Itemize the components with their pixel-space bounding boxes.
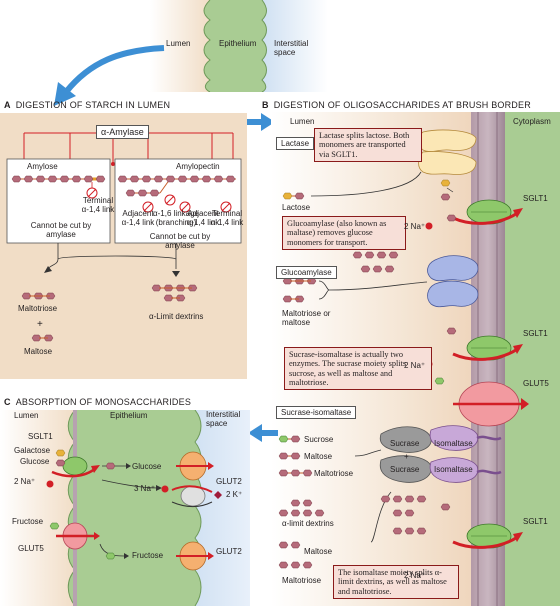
na-mid-label: 3 Na⁺ — [134, 484, 156, 493]
panel-b-diagram — [278, 129, 529, 574]
k-label: 2 K⁺ — [226, 490, 243, 499]
panel-a-diagram — [6, 132, 242, 342]
na-left-label: 2 Na⁺ — [14, 477, 36, 486]
glut5-c-label: GLUT5 — [18, 544, 44, 553]
galactose-label: Galactose — [14, 446, 51, 455]
sucrase-isomaltase-enzyme-icon — [379, 425, 502, 483]
panel-b-cytoplasm-label: Cytoplasm — [513, 117, 551, 126]
glut5-label: GLUT5 — [523, 379, 549, 388]
branching-label: α-1,6 linkage (branching) — [153, 209, 199, 227]
panel-c-epithelium-label: Epithelium — [110, 411, 148, 420]
sglt1-top-label: SGLT1 — [523, 194, 548, 203]
orientation-diagram — [150, 0, 328, 92]
amylopectin-label: Amylopectin — [176, 162, 220, 171]
sucrase-isomaltase-label: Sucrase-isomaltase — [276, 406, 357, 419]
isomaltase-bottom-label: Isomaltase — [434, 465, 473, 474]
maltotriose-label-b: Maltotriose — [314, 469, 354, 478]
sglt1-bottom-icon — [452, 523, 523, 549]
glucoamylase-label: Glucoamylase — [276, 266, 337, 279]
isomaltase-top-label: Isomaltase — [434, 439, 473, 448]
sucrase-top-label: Sucrase — [390, 439, 420, 448]
maltotriose-or-maltose-label: Maltotriose or maltose — [282, 309, 331, 327]
glucoamylase-note: Glucoamylase (also known as maltase) rem… — [282, 216, 406, 250]
isomaltase-note: The isomaltase moiety splits α-limit dex… — [333, 565, 459, 599]
fructose-left-label: Fructose — [12, 517, 44, 526]
sglt1-middle-label: SGLT1 — [523, 329, 548, 338]
panel-c-interstitial-label: Interstitial space — [206, 410, 241, 428]
sglt1-bottom-label: SGLT1 — [523, 517, 548, 526]
na-bottom-label: 2 Na⁺ — [404, 571, 426, 580]
arrow-b-to-c-icon — [248, 424, 278, 442]
sucrase-bottom-label: Sucrase — [390, 465, 420, 474]
plus-b: + — [404, 452, 409, 461]
adjacent-link-a-label: Adjacent α-1,4 link — [121, 209, 155, 227]
na-top-label: 2 Na⁺ — [404, 222, 426, 231]
panel-c-diagram — [0, 410, 250, 606]
panel-b-lumen-label: Lumen — [290, 117, 315, 126]
amylase-label: α-Amylase — [96, 125, 149, 139]
terminal-link-left-label: Terminal α-1,4 link — [81, 196, 115, 214]
cannot-cut-left-label: Cannot be cut by amylase — [30, 221, 92, 239]
glucose-left-label: Glucose — [20, 457, 50, 466]
sucrose-label: Sucrose — [304, 435, 334, 444]
limit-dextrins-label: α-Limit dextrins — [149, 312, 204, 321]
lactase-enzyme-icon — [418, 129, 477, 175]
glucoamylase-enzyme-icon — [427, 255, 479, 308]
terminal-link-right-label: Terminal α-1,4 link — [210, 209, 244, 227]
sglt1-top-icon — [452, 199, 523, 225]
maltose-label-b2: Maltose — [304, 547, 333, 556]
plus-sign: + — [37, 319, 43, 330]
maltose-product-label: Maltose — [24, 347, 53, 356]
glut2-top-label: GLUT2 — [216, 477, 242, 486]
limit-dextrins-label-b: α-limit dextrins — [282, 519, 334, 528]
maltotriose-product-label: Maltotriose — [18, 304, 58, 313]
top-interstitial-label: Interstitial space — [274, 39, 309, 57]
glut5-icon — [453, 381, 529, 427]
panel-c-sglt1-label: SGLT1 — [28, 432, 53, 441]
no-cut-icons-amylopectin — [142, 194, 232, 213]
panel-c-lumen-label: Lumen — [14, 411, 39, 420]
sglt1-middle-icon — [452, 335, 523, 361]
lactose-label: Lactose — [282, 203, 311, 212]
maltotriose-label-b2: Maltotriose — [282, 576, 322, 585]
na-middle-label: 2 Na⁺ — [404, 361, 426, 370]
lactase-label: Lactase — [276, 137, 315, 150]
glut2-bottom-label: GLUT2 — [216, 547, 242, 556]
adjacent-link-b-label: Adjacent α-1,4 link — [186, 209, 220, 227]
amylose-label: Amylose — [27, 162, 58, 171]
panel-a-background — [0, 113, 247, 379]
fructose-mid-label: Fructose — [132, 551, 164, 560]
arrow-a-to-b-icon — [247, 113, 275, 131]
maltose-label-b: Maltose — [304, 452, 333, 461]
orientation-arrow — [54, 45, 165, 106]
cannot-cut-right-label: Cannot be cut by amylase — [149, 232, 211, 250]
sucrase-note: Sucrase-isomaltase is actually two enzym… — [284, 347, 432, 391]
no-cut-icon-amylose — [86, 182, 98, 199]
top-epithelium-label: Epithelium — [219, 39, 257, 48]
top-lumen-label: Lumen — [166, 39, 191, 48]
glucose-mid-label: Glucose — [132, 462, 162, 471]
lactase-note: Lactase splits lactose. Both monomers ar… — [314, 128, 422, 162]
